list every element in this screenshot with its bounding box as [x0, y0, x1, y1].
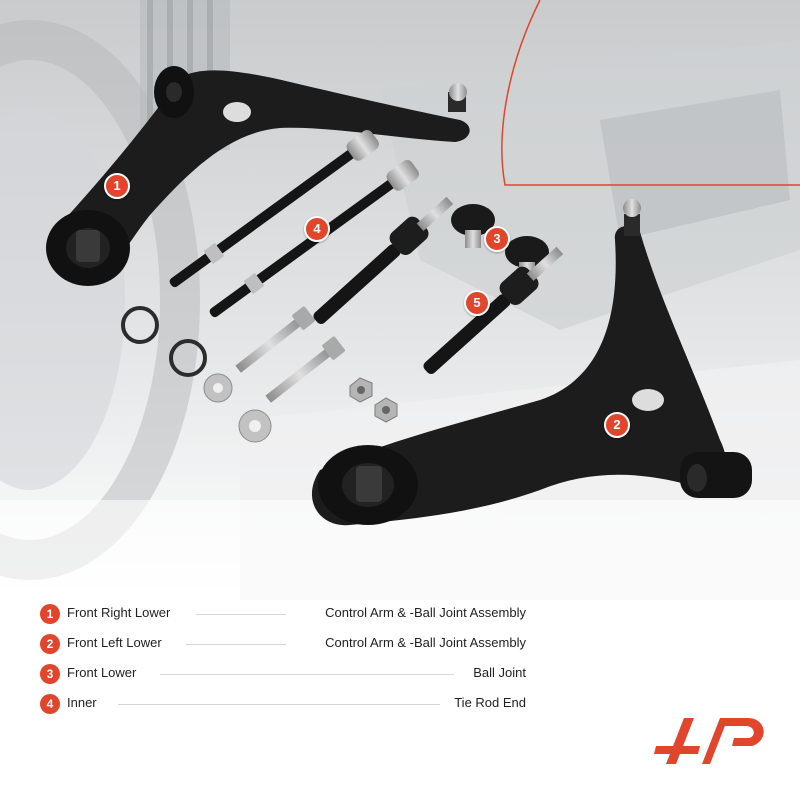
legend-detail: Ball Joint: [473, 665, 526, 680]
legend-item: 2 Front Left Lower Control Arm & -Ball J…: [40, 634, 526, 654]
legend-label: Inner: [67, 695, 97, 710]
legend-detail: Tie Rod End: [454, 695, 526, 710]
leader-line: [186, 644, 286, 645]
legend-detail: Control Arm & -Ball Joint Assembly: [325, 635, 526, 650]
callout-3: 3: [484, 226, 510, 252]
callout-2: 2: [604, 412, 630, 438]
legend-label: Front Lower: [67, 665, 137, 680]
parts-photo: [0, 0, 800, 600]
callout-4: 4: [304, 216, 330, 242]
legend-number: 3: [40, 664, 60, 684]
callout-5: 5: [464, 290, 490, 316]
control-arm-front-right: [46, 66, 470, 286]
legend-number: 1: [40, 604, 60, 624]
legend-label: Front Right Lower: [67, 605, 171, 620]
legend-detail: Control Arm & -Ball Joint Assembly: [325, 605, 526, 620]
legend-number: 2: [40, 634, 60, 654]
legend-item: 1 Front Right Lower Control Arm & -Ball …: [40, 604, 526, 624]
legend-number: 4: [40, 694, 60, 714]
mounting-hardware: [121, 306, 398, 443]
decorative-curve: [501, 0, 800, 186]
inner-tie-rods: [169, 130, 419, 318]
leader-line: [160, 674, 454, 675]
leader-line: [118, 704, 440, 705]
legend-label: Front Left Lower: [67, 635, 162, 650]
legend-item: 4 Inner Tie Rod End: [40, 694, 526, 714]
leader-line: [196, 614, 286, 615]
control-arm-front-left: [311, 199, 752, 526]
callout-1: 1: [104, 173, 130, 199]
legend-item: 3 Front Lower Ball Joint: [40, 664, 526, 684]
brand-logo: [654, 718, 764, 764]
outer-tie-rod-ends: [313, 196, 564, 375]
